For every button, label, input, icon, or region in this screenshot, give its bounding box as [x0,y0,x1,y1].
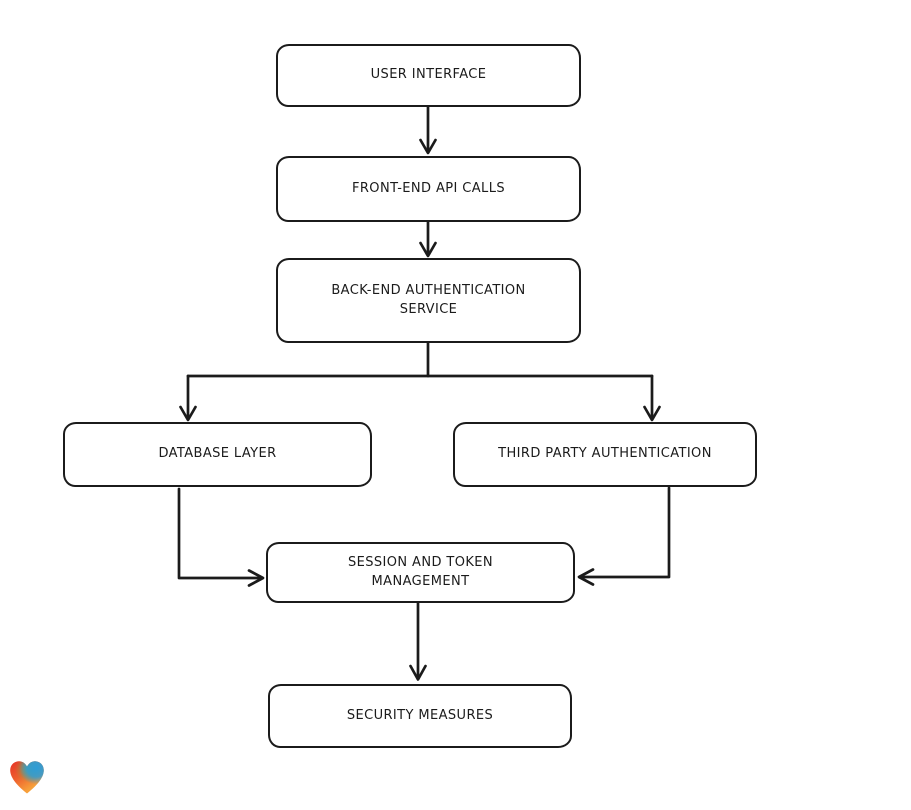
node-user-interface: USER INTERFACE [276,44,581,107]
node-session-and-token-management-label: SESSION AND TOKEN MANAGEMENT [347,554,494,589]
edge-front-end-api-calls-to-back-end-authentication-service [419,220,437,258]
edge-database-layer-to-session-and-token-management [177,487,265,587]
node-database-layer: DATABASE LAYER [63,422,372,487]
gradient-heart-icon [8,759,46,797]
node-security-measures-label: SECURITY MEASURES [346,707,494,723]
edge-back-end-authentication-service-to-database-layer [179,341,654,422]
node-back-end-authentication-service-label: BACK-END AUTHENTICATION SERVICE [331,282,526,317]
node-database-layer-label: DATABASE LAYER [158,446,277,462]
node-user-interface-label: USER INTERFACE [370,67,487,83]
edge-user-interface-to-front-end-api-calls [419,105,437,155]
node-back-end-authentication-service: BACK-END AUTHENTICATION SERVICE [276,258,581,343]
node-third-party-authentication-label: THIRD PARTY AUTHENTICATION [498,446,712,462]
edge-session-and-token-management-to-security-measures [409,601,427,681]
node-security-measures: SECURITY MEASURES [268,684,572,748]
node-front-end-api-calls-label: FRONT-END API CALLS [352,180,505,196]
node-front-end-api-calls: FRONT-END API CALLS [276,156,581,222]
node-session-and-token-management: SESSION AND TOKEN MANAGEMENT [266,542,575,603]
edge-back-end-authentication-service-to-third-party-authentication [643,374,661,422]
edge-third-party-authentication-to-session-and-token-management [577,486,671,586]
node-third-party-authentication: THIRD PARTY AUTHENTICATION [453,422,757,487]
